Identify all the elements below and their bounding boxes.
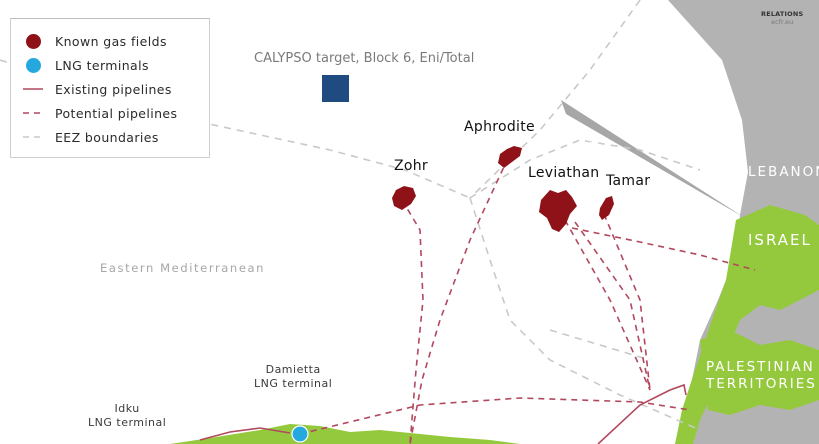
terminal-name: Idku <box>114 402 140 415</box>
legend-label: Potential pipelines <box>55 105 178 121</box>
calypso-target-label: CALYPSO target, Block 6, Eni/Total <box>254 51 475 66</box>
gas-field-tamar <box>599 196 614 220</box>
legend-item-eez-boundaries: EEZ boundaries <box>23 129 159 145</box>
terminal-label-damietta: Damietta LNG terminal <box>254 363 332 391</box>
terminal-type: LNG terminal <box>88 416 167 429</box>
legend-label: Known gas fields <box>55 33 167 49</box>
legend-label: EEZ boundaries <box>55 129 159 145</box>
gas-field-zohr <box>392 186 416 210</box>
terminal-name: Damietta <box>265 363 321 376</box>
gas-field-label-leviathan: Leviathan <box>528 165 600 181</box>
land-egypt-coast <box>170 424 520 444</box>
legend-label: Existing pipelines <box>55 81 172 97</box>
country-label-lebanon: LEBANON <box>748 164 819 180</box>
gas-field-label-tamar: Tamar <box>606 173 651 189</box>
brand-line2: ecfr.eu <box>771 18 794 26</box>
sea-label: Eastern Mediterranean <box>100 261 266 275</box>
lng-terminal-damietta-dot <box>291 425 309 443</box>
country-label-palestinian-territories: PALESTINIAN TERRITORIES <box>706 359 817 393</box>
gas-field-label-aphrodite: Aphrodite <box>464 119 535 135</box>
lng-terminal-dot-icon <box>23 57 43 73</box>
country-label-line2: TERRITORIES <box>706 376 817 392</box>
country-label-line1: PALESTINIAN <box>706 359 815 375</box>
dashed-line-icon <box>23 105 43 121</box>
legend-item-potential-pipelines: Potential pipelines <box>23 105 177 121</box>
gas-field-aphrodite <box>498 146 522 168</box>
terminal-label-idku: Idku LNG terminal <box>88 402 166 430</box>
brand-logo: RELATIONS ecfr.eu <box>761 10 803 26</box>
land-palestinian-territories <box>700 330 819 415</box>
brand-line1: RELATIONS <box>761 10 804 18</box>
calypso-target-marker <box>322 75 349 102</box>
eez-dashed-line-icon <box>23 129 43 145</box>
legend-item-lng-terminals: LNG terminals <box>23 57 149 73</box>
legend-item-gas-fields: Known gas fields <box>23 33 167 49</box>
map-legend: Known gas fields LNG terminals Existing … <box>10 18 210 158</box>
gas-field-leviathan <box>539 190 577 232</box>
legend-item-existing-pipelines: Existing pipelines <box>23 81 172 97</box>
gas-field-label-zohr: Zohr <box>394 158 428 174</box>
potential-pipelines <box>299 157 756 444</box>
country-label-israel: ISRAEL <box>748 231 812 249</box>
solid-line-icon <box>23 81 43 97</box>
terminal-type: LNG terminal <box>254 377 333 390</box>
existing-pipelines <box>199 383 687 444</box>
contested-territory-wedge <box>561 100 745 218</box>
gas-field-dot-icon <box>23 33 43 49</box>
legend-label: LNG terminals <box>55 57 149 73</box>
